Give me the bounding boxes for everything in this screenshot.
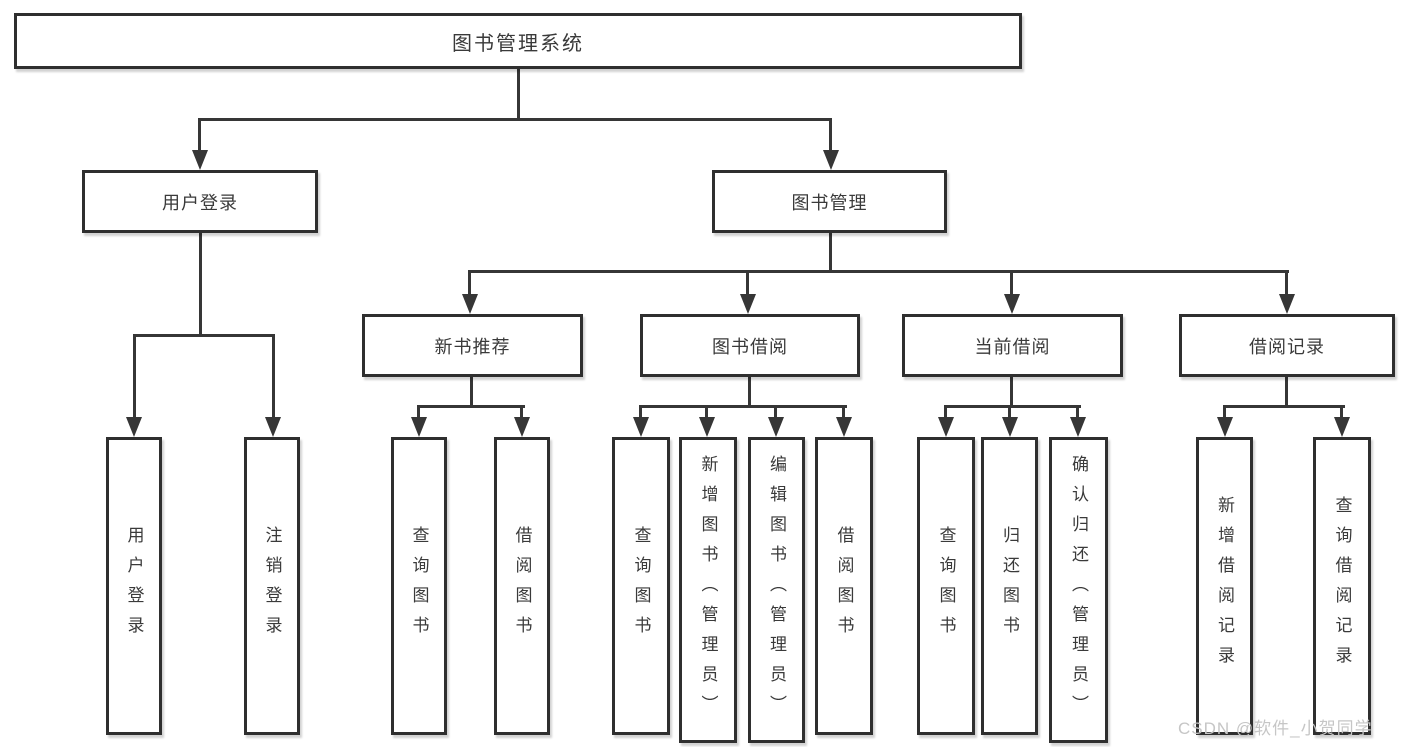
arrow-down-icon [768, 417, 784, 437]
arrow-down-icon [462, 294, 478, 314]
leaf-borrow-books-label: 借阅图书 [834, 526, 854, 646]
connector-line [774, 405, 777, 419]
leaf-query-books-current: 查询图书 [917, 437, 975, 735]
connector-line [198, 118, 832, 121]
leaf-add-borrow-record-label: 新增借阅记录 [1215, 496, 1234, 676]
connector-line [272, 334, 275, 419]
connector-line [1223, 405, 1226, 419]
node-borrowing-records-label: 借阅记录 [1249, 336, 1325, 357]
node-user-login-label: 用户登录 [162, 192, 238, 213]
leaf-query-books-borrow: 查询图书 [612, 437, 670, 735]
arrow-down-icon [1002, 417, 1018, 437]
connector-line [1340, 405, 1343, 419]
node-book-borrowing: 图书借阅 [640, 314, 860, 377]
connector-line [470, 377, 473, 408]
node-book-borrowing-label: 图书借阅 [712, 336, 788, 357]
node-borrowing-records: 借阅记录 [1179, 314, 1395, 377]
leaf-edit-book-admin: 编辑图书（管理员） [748, 437, 805, 743]
leaf-query-books-recommend-label: 查询图书 [409, 526, 429, 646]
connector-line [639, 405, 642, 419]
leaf-borrow-books-recommend: 借阅图书 [494, 437, 550, 735]
leaf-logout: 注销登录 [244, 437, 300, 735]
connector-line [944, 405, 947, 419]
node-current-borrowing: 当前借阅 [902, 314, 1123, 377]
connector-line [1008, 405, 1011, 419]
arrow-down-icon [1279, 294, 1295, 314]
arrow-down-icon [192, 150, 208, 170]
connector-line [1010, 377, 1013, 408]
arrow-down-icon [740, 294, 756, 314]
node-current-borrowing-label: 当前借阅 [974, 336, 1051, 357]
connector-line [520, 405, 523, 419]
arrow-down-icon [823, 150, 839, 170]
arrow-down-icon [1217, 417, 1233, 437]
node-user-login: 用户登录 [82, 170, 318, 233]
arrow-down-icon [938, 417, 954, 437]
connector-line [1076, 405, 1079, 419]
leaf-query-books-recommend: 查询图书 [391, 437, 447, 735]
leaf-user-login-label: 用户登录 [124, 526, 144, 646]
leaf-add-book-admin-label: 新增图书（管理员） [698, 455, 718, 725]
leaf-logout-label: 注销登录 [262, 526, 282, 646]
connector-line [198, 118, 201, 152]
arrow-down-icon [126, 417, 142, 437]
connector-line [417, 405, 420, 419]
leaf-query-books-borrow-label: 查询图书 [631, 526, 651, 646]
connector-line [842, 405, 845, 419]
leaf-confirm-return-admin: 确认归还（管理员） [1049, 437, 1108, 743]
connector-line [639, 405, 847, 408]
arrow-down-icon [1004, 294, 1020, 314]
arrow-down-icon [1070, 417, 1086, 437]
node-new-book-recommendation: 新书推荐 [362, 314, 583, 377]
leaf-add-book-admin: 新增图书（管理员） [679, 437, 737, 743]
connector-line [829, 118, 832, 152]
connector-line [1010, 270, 1013, 296]
node-book-management: 图书管理 [712, 170, 947, 233]
node-new-book-recommendation-label: 新书推荐 [434, 336, 511, 357]
connector-line [468, 270, 1289, 273]
connector-line [468, 270, 471, 296]
leaf-user-login: 用户登录 [106, 437, 162, 735]
arrow-down-icon [699, 417, 715, 437]
node-book-management-label: 图书管理 [791, 192, 868, 213]
connector-line [1285, 270, 1288, 296]
csdn-watermark: CSDN @软件_小贺同学 [1178, 719, 1373, 738]
connector-line [517, 68, 520, 120]
arrow-down-icon [514, 417, 530, 437]
connector-line [746, 270, 749, 296]
connector-line [1223, 405, 1345, 408]
arrow-down-icon [836, 417, 852, 437]
connector-line [133, 334, 136, 419]
connector-line [417, 405, 525, 408]
leaf-return-books-label: 归还图书 [1000, 526, 1019, 646]
leaf-query-borrow-record-label: 查询借阅记录 [1332, 496, 1352, 676]
leaf-add-borrow-record: 新增借阅记录 [1196, 437, 1253, 735]
connector-line [829, 233, 832, 272]
connector-line [705, 405, 708, 419]
leaf-query-books-current-label: 查询图书 [936, 526, 956, 646]
leaf-borrow-books: 借阅图书 [815, 437, 873, 735]
leaf-confirm-return-admin-label: 确认归还（管理员） [1069, 455, 1088, 725]
leaf-return-books: 归还图书 [981, 437, 1038, 735]
node-root: 图书管理系统 [14, 13, 1022, 69]
connector-line [944, 405, 1081, 408]
connector-line [199, 233, 202, 336]
arrow-down-icon [633, 417, 649, 437]
connector-line [133, 334, 275, 337]
connector-line [748, 377, 751, 408]
arrow-down-icon [411, 417, 427, 437]
arrow-down-icon [1334, 417, 1350, 437]
arrow-down-icon [265, 417, 281, 437]
leaf-borrow-books-recommend-label: 借阅图书 [512, 526, 532, 646]
connector-line [1285, 377, 1288, 408]
leaf-query-borrow-record: 查询借阅记录 [1313, 437, 1371, 735]
node-root-label: 图书管理系统 [452, 32, 584, 55]
leaf-edit-book-admin-label: 编辑图书（管理员） [767, 455, 786, 725]
